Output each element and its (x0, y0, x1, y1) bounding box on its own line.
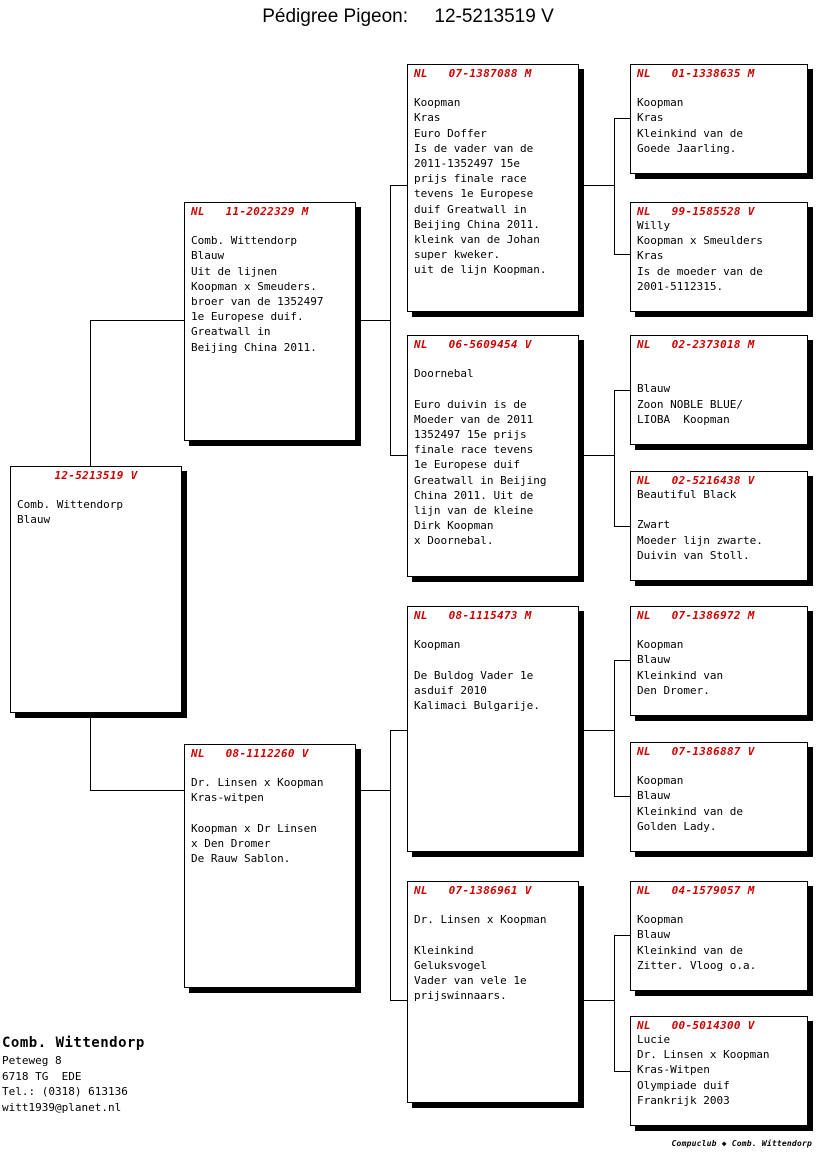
pedigree-box-g4-7[interactable]: NL 04-1579057 M Koopman Blauw Kleinkind … (630, 881, 808, 991)
page-title: Pédigree Pigeon: 12-5213519 V (262, 6, 554, 27)
pedigree-box-id: NL 08-1112260 V (191, 747, 309, 760)
connector-g3b-vertical (614, 390, 615, 526)
pedigree-box-body: Willy Koopman x Smeulders Kras Is de moe… (637, 219, 763, 293)
connector-subject-to-g2-bottom (90, 790, 184, 791)
pedigree-box-id: NL 08-1115473 M (414, 609, 532, 622)
connector-g3c-to-g4e (614, 660, 630, 661)
pedigree-box-body: Lucie Dr. Linsen x Koopman Kras-Witpen O… (637, 1033, 770, 1107)
pedigree-box-body: Koopman Kras Euro Doffer Is de vader van… (414, 96, 547, 277)
pedigree-box-g4-5[interactable]: NL 07-1386972 M Koopman Blauw Kleinkind … (630, 606, 808, 716)
connector-g2b-stem (355, 790, 390, 791)
connector-g3b-to-g4c (614, 390, 630, 391)
connector-g3a-to-g4a (614, 118, 630, 119)
pedigree-box-g4-1[interactable]: NL 01-1338635 M Koopman Kras Kleinkind v… (630, 64, 808, 174)
pedigree-box-id: NL 04-1579057 M (637, 884, 755, 897)
pedigree-box-g3-1[interactable]: NL 07-1387088 M Koopman Kras Euro Doffer… (407, 64, 579, 312)
copyright-notice: Compuclub ◆ Comb. Wittendorp (671, 1139, 812, 1148)
pedigree-box-g2-1[interactable]: NL 11-2022329 M Comb. Wittendorp Blauw U… (184, 202, 356, 441)
pedigree-box-id: NL 07-1386961 V (414, 884, 532, 897)
pedigree-box-g4-3[interactable]: NL 02-2373018 M Blauw Zoon NOBLE BLUE/ L… (630, 335, 808, 445)
pedigree-box-body: Koopman Blauw Kleinkind van de Golden La… (637, 774, 743, 833)
connector-g3c-to-g4f (614, 796, 630, 797)
connector-g2a-stem (355, 320, 390, 321)
pedigree-box-id: NL 07-1386972 M (637, 609, 755, 622)
pedigree-box-g4-8[interactable]: NL 00-5014300 V Lucie Dr. Linsen x Koopm… (630, 1016, 808, 1126)
pedigree-box-id: NL 11-2022329 M (191, 205, 309, 218)
pedigree-box-g3-4[interactable]: NL 07-1386961 V Dr. Linsen x Koopman Kle… (407, 881, 579, 1103)
connector-g3d-vertical (614, 935, 615, 1071)
connector-g3d-to-g4h (614, 1071, 630, 1072)
pedigree-box-id: NL 01-1338635 M (637, 67, 755, 80)
pedigree-box-body: Koopman Blauw Kleinkind van de Zitter. V… (637, 913, 757, 972)
pedigree-box-id: NL 02-5216438 V (637, 474, 755, 487)
pedigree-box-g3-2[interactable]: NL 06-5609454 V Doornebal Euro duivin is… (407, 335, 579, 577)
pedigree-box-g4-4[interactable]: NL 02-5216438 V Beautiful Black Zwart Mo… (630, 471, 808, 581)
pedigree-box-id: NL 06-5609454 V (414, 338, 532, 351)
connector-g3c-stem (580, 730, 614, 731)
connector-g2b-vertical (390, 730, 391, 1000)
connector-subject-to-g2-top (90, 320, 184, 321)
pedigree-box-body: Koopman De Buldog Vader 1e asduif 2010 K… (414, 638, 540, 713)
connector-g2a-to-g3b (390, 455, 407, 456)
pedigree-box-id: NL 99-1585528 V (637, 205, 755, 218)
pedigree-box-body: Doornebal Euro duivin is de Moeder van d… (414, 367, 547, 548)
connector-g3a-stem (580, 185, 614, 186)
connector-g3a-to-g4b (614, 254, 630, 255)
connector-g3c-vertical (614, 660, 615, 796)
breeder-footer: Comb. Wittendorp Peteweg 8 6718 TG EDE T… (2, 1034, 145, 1115)
pedigree-box-id: NL 07-1386887 V (637, 745, 755, 758)
connector-g3a-vertical (614, 118, 615, 254)
connector-g3d-stem (580, 1000, 614, 1001)
connector-g2a-to-g3a (390, 185, 407, 186)
pedigree-box-body: Comb. Wittendorp Blauw (17, 498, 123, 527)
pedigree-box-g3-3[interactable]: NL 08-1115473 M Koopman De Buldog Vader … (407, 606, 579, 852)
pedigree-box-body: Beautiful Black Zwart Moeder lijn zwarte… (637, 488, 763, 562)
pedigree-box-body: Comb. Wittendorp Blauw Uit de lijnen Koo… (191, 234, 324, 354)
connector-g2a-vertical (390, 185, 391, 455)
connector-g3b-to-g4d (614, 526, 630, 527)
pedigree-box-g2-2[interactable]: NL 08-1112260 V Dr. Linsen x Koopman Kra… (184, 744, 356, 988)
pedigree-box-id: NL 02-2373018 M (637, 338, 755, 351)
pedigree-box-body: Dr. Linsen x Koopman Kleinkind Geluksvog… (414, 913, 547, 1003)
pedigree-box-body: Koopman Blauw Kleinkind van Den Dromer. (637, 638, 724, 697)
pedigree-box-body: Dr. Linsen x Koopman Kras-witpen Koopman… (191, 776, 324, 866)
breeder-name: Comb. Wittendorp (2, 1035, 145, 1051)
pedigree-box-id: 12-5213519 V (54, 469, 138, 482)
pedigree-box-id: NL 00-5014300 V (637, 1019, 755, 1032)
connector-g3d-to-g4g (614, 935, 630, 936)
pedigree-box-g4-6[interactable]: NL 07-1386887 V Koopman Blauw Kleinkind … (630, 742, 808, 852)
connector-g2b-to-g3d (390, 1000, 407, 1001)
pedigree-box-g4-2[interactable]: NL 99-1585528 V Willy Koopman x Smeulder… (630, 202, 808, 312)
pedigree-box-subject[interactable]: 12-5213519 V Comb. Wittendorp Blauw (10, 466, 182, 713)
pedigree-box-id: NL 07-1387088 M (414, 67, 532, 80)
pedigree-box-body: Koopman Kras Kleinkind van de Goede Jaar… (637, 96, 743, 155)
connector-g2b-to-g3c (390, 730, 407, 731)
connector-g3b-stem (580, 455, 614, 456)
breeder-address: Peteweg 8 6718 TG EDE Tel.: (0318) 61313… (2, 1054, 128, 1114)
pedigree-box-body: Blauw Zoon NOBLE BLUE/ LIOBA Koopman (637, 382, 743, 426)
